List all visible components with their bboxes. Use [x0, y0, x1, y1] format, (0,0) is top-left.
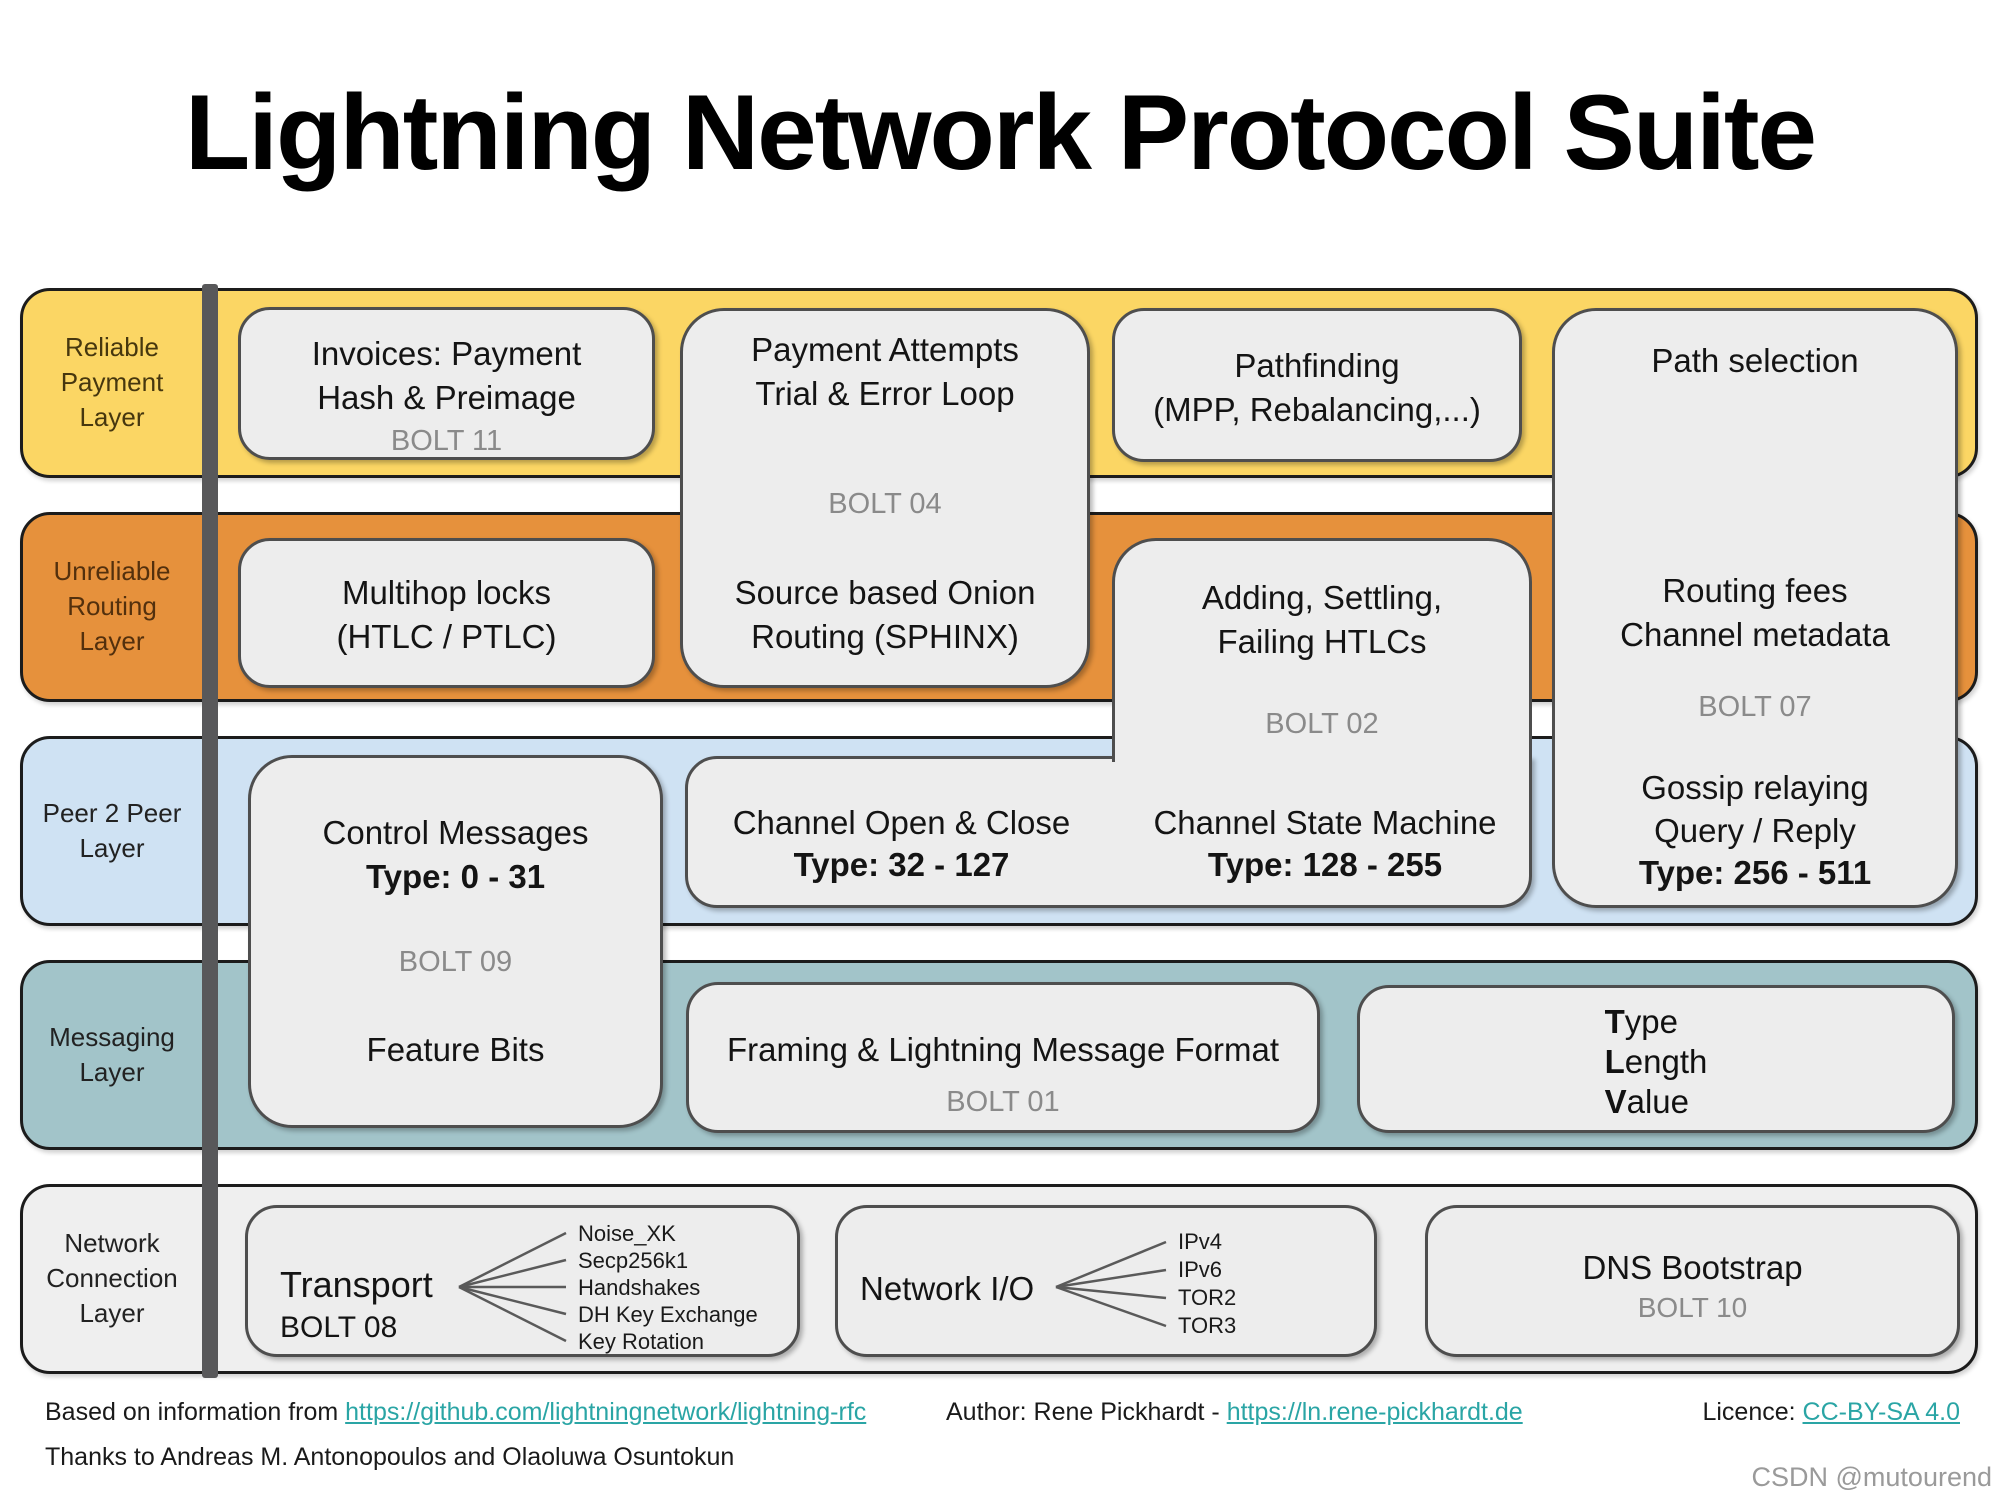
payment-attempts-text: Payment Attempts Trial & Error Loop [751, 331, 1019, 412]
feature-bits-text: Feature Bits [366, 1031, 545, 1068]
layer-label-network-connection: Network Connection Layer [46, 1228, 178, 1328]
channel-state-text: Channel State Machine [1153, 804, 1497, 841]
network-io-item: IPv6 [1178, 1257, 1223, 1282]
framing-bolt: BOLT 01 [946, 1086, 1060, 1118]
gossip-text: Gossip relaying Query / Reply [1641, 769, 1869, 849]
layer-label-unreliable-routing: Unreliable Routing Layer [53, 556, 171, 656]
tlv-type: Type [1604, 1003, 1678, 1040]
control-messages-bolt: BOLT 09 [398, 946, 513, 978]
dns-bootstrap-bolt: BOLT 10 [1637, 1292, 1748, 1323]
control-messages-text: Control Messages [322, 814, 589, 851]
box-channel-wide: Channel Open & Close Type: 32 - 127 Chan… [685, 756, 1532, 908]
framing-text: Framing & Lightning Message Format [726, 1031, 1280, 1068]
transport-item: Key Rotation [578, 1329, 704, 1354]
box-payment-attempts: Payment Attempts Trial & Error Loop BOLT… [680, 308, 1090, 688]
footer-source-prefix: Based on information from [45, 1398, 346, 1426]
box-control-messages: Control Messages Type: 0 - 31 BOLT 09 Fe… [248, 755, 663, 1128]
box-tlv: Type Length Value [1357, 985, 1955, 1133]
footer-thanks: Thanks to Andreas M. Antonopoulos and Ol… [45, 1443, 735, 1471]
watermark: CSDN @mutourend [1751, 1462, 1993, 1492]
box-path-selection: Path selection Routing fees Channel meta… [1552, 308, 1958, 908]
transport-bolt: BOLT 08 [280, 1311, 398, 1344]
transport-item: DH Key Exchange [578, 1302, 758, 1327]
transport-items: Noise_XK Secp256k1 Handshakes DH Key Exc… [578, 1220, 758, 1355]
routing-fees-text: Routing fees Channel metadata [1620, 572, 1890, 653]
transport-item: Noise_XK [578, 1221, 676, 1246]
onion-routing-text: Source based Onion Routing (SPHINX) [734, 574, 1036, 655]
transport-fan-lines [458, 1231, 567, 1343]
gossip-type-range: Type: 256 - 511 [1638, 854, 1872, 891]
channel-open-type-range: Type: 32 - 127 [793, 846, 1010, 883]
layer-label-reliable-payment: Reliable Payment Layer [60, 332, 164, 432]
network-io-item: TOR3 [1178, 1313, 1237, 1338]
dns-bootstrap-text: DNS Bootstrap [1582, 1249, 1803, 1286]
pathfinding-text: Pathfinding (MPP, Rebalancing,...) [1153, 347, 1481, 428]
transport-item: Secp256k1 [578, 1248, 689, 1273]
control-messages-type-range: Type: 0 - 31 [365, 858, 546, 895]
payment-attempts-bolt: BOLT 04 [828, 488, 942, 520]
path-selection-text: Path selection [1651, 342, 1859, 379]
network-io-fan-lines [1055, 1240, 1167, 1328]
path-selection-bolt: BOLT 07 [1698, 691, 1812, 723]
box-htlc-lifecycle: Adding, Settling, Failing HTLCs BOLT 02 [1112, 538, 1532, 762]
box-multihop-locks: Multihop locks (HTLC / PTLC) [238, 538, 655, 688]
footer-author-prefix: Author: Rene Pickhardt - [946, 1398, 1227, 1426]
multihop-locks-text: Multihop locks (HTLC / PTLC) [336, 574, 557, 655]
tlv-value: Value [1604, 1083, 1690, 1120]
footer-source-link[interactable]: https://github.com/lightningnetwork/ligh… [345, 1398, 867, 1426]
box-network-io: Network I/O IPv4 IPv6 TOR2 TOR3 [835, 1205, 1377, 1357]
transport-item: Handshakes [578, 1275, 701, 1300]
footer-author: Author: Rene Pickhardt - https://ln.rene… [946, 1398, 1523, 1427]
vertical-divider-bar [202, 284, 218, 1378]
box-framing: Framing & Lightning Message Format BOLT … [686, 982, 1320, 1133]
footer-licence-link[interactable]: CC-BY-SA 4.0 [1802, 1398, 1960, 1426]
invoices-bolt: BOLT 11 [390, 425, 503, 457]
network-io-item: IPv4 [1178, 1229, 1223, 1254]
layer-label-messaging: Messaging Layer [49, 1022, 175, 1087]
box-transport: Transport BOLT 08 Noise_XK Secp256k1 Han… [245, 1205, 800, 1357]
transport-text: Transport [280, 1264, 433, 1305]
channel-state-type-range: Type: 128 - 255 [1207, 846, 1443, 883]
network-io-items: IPv4 IPv6 TOR2 TOR3 [1178, 1228, 1236, 1340]
invoices-text: Invoices: Payment Hash & Preimage [311, 335, 582, 416]
box-dns-bootstrap: DNS Bootstrap BOLT 10 [1425, 1205, 1960, 1357]
footer-source: Based on information from https://github… [45, 1398, 866, 1427]
tlv-text-block: Type Length Value [1360, 1002, 1952, 1122]
tlv-length: Length [1604, 1043, 1708, 1080]
layer-label-peer2peer: Peer 2 Peer Layer [42, 798, 182, 863]
footer-licence-prefix: Licence: [1702, 1398, 1803, 1426]
htlc-lifecycle-text: Adding, Settling, Failing HTLCs [1201, 579, 1443, 660]
network-io-item: TOR2 [1178, 1285, 1237, 1310]
box-invoices: Invoices: Payment Hash & Preimage BOLT 1… [238, 307, 655, 460]
box-pathfinding: Pathfinding (MPP, Rebalancing,...) [1112, 308, 1522, 462]
page-title: Lightning Network Protocol Suite [184, 72, 1817, 192]
footer-licence: Licence: CC-BY-SA 4.0 [1702, 1398, 1960, 1427]
channel-open-text: Channel Open & Close [732, 804, 1071, 841]
footer-author-link[interactable]: https://ln.rene-pickhardt.de [1226, 1398, 1523, 1426]
network-io-text: Network I/O [860, 1270, 1035, 1307]
htlc-lifecycle-bolt: BOLT 02 [1265, 708, 1379, 740]
